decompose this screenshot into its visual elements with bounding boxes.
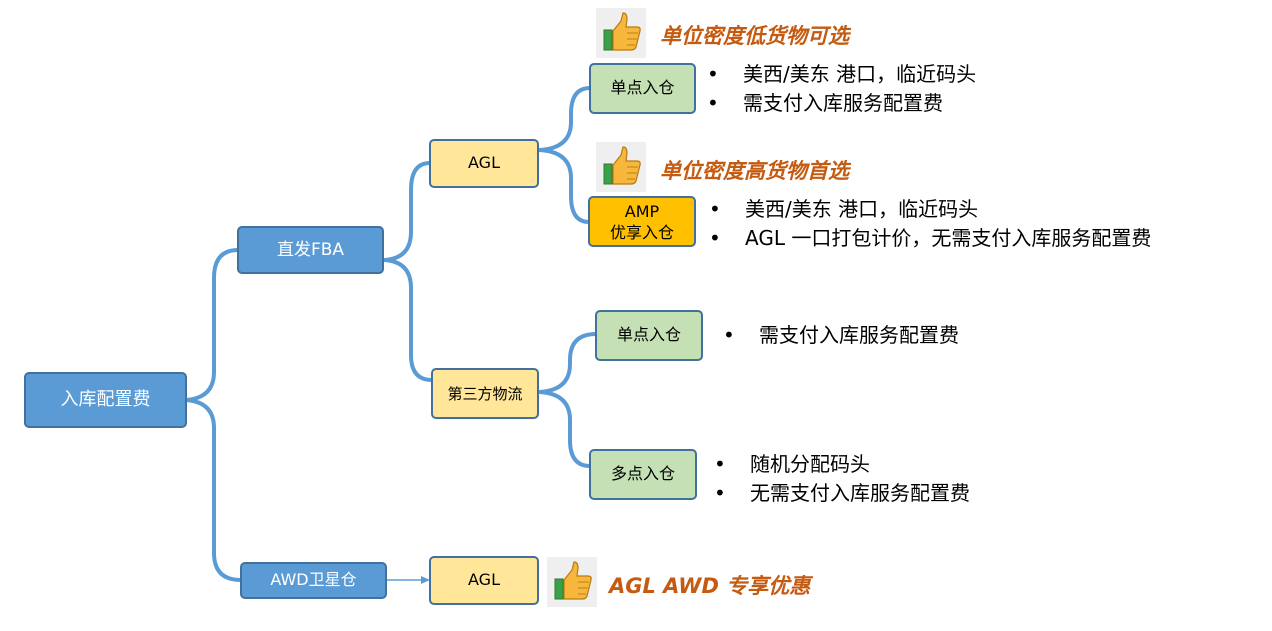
agl-amp-line2: 优享入仓 [609,222,674,242]
details-agl-amp: 美西/美东 港口，临近码头 AGL 一口打包计价，无需支付入库服务配置费 [709,195,1151,253]
node-agl[interactable]: AGL [429,139,539,188]
connector-tp-multi [538,390,592,468]
callout-high-density: 单位密度高货物首选 [660,159,849,183]
root-node[interactable]: 入库配置费 [24,372,187,428]
connector-direct-agl [383,161,432,262]
awd-label: AWD卫星仓 [270,570,357,590]
node-tp-single[interactable]: 单点入仓 [595,310,703,361]
arrow-right-icon [387,576,430,584]
list-item: 随机分配码头 [714,450,970,479]
third-party-label: 第三方物流 [447,384,523,403]
node-awd[interactable]: AWD卫星仓 [240,562,387,599]
details-agl-single: 美西/美东 港口，临近码头 需支付入库服务配置费 [707,60,976,118]
list-item: AGL 一口打包计价，无需支付入库服务配置费 [709,224,1151,253]
connector-root-awd [184,398,243,582]
node-third-party[interactable]: 第三方物流 [431,368,539,419]
root-label: 入库配置费 [60,389,151,411]
node-agl-single[interactable]: 单点入仓 [589,63,696,114]
connector-agl-amp [538,148,591,224]
node-awd-agl[interactable]: AGL [429,556,539,605]
list-item: 需支付入库服务配置费 [707,89,976,118]
details-tp-single: 需支付入库服务配置费 [723,321,959,350]
tp-multi-label: 多点入仓 [610,464,675,484]
agl-single-label: 单点入仓 [610,78,675,98]
thumbs-up-icon [596,142,646,192]
list-item: 需支付入库服务配置费 [723,321,959,350]
node-tp-multi[interactable]: 多点入仓 [589,449,697,500]
connector-root-direct [184,248,240,402]
awd-agl-label: AGL [468,570,500,590]
direct-fba-label: 直发FBA [276,239,345,260]
callout-low-density: 单位密度低货物可选 [660,24,849,48]
list-item: 美西/美东 港口，临近码头 [707,60,976,89]
connector-direct-tp [383,258,434,382]
tp-single-label: 单点入仓 [616,325,681,345]
details-tp-multi: 随机分配码头 无需支付入库服务配置费 [714,450,970,508]
node-agl-amp[interactable]: AMP 优享入仓 [588,196,696,247]
agl-amp-line1: AMP [624,201,660,221]
callout-awd-offer: AGL AWD 专享优惠 [609,574,811,598]
connector-tp-single [538,332,598,394]
thumbs-up-icon [547,557,597,607]
node-direct-fba[interactable]: 直发FBA [237,226,384,274]
list-item: 美西/美东 港口，临近码头 [709,195,1151,224]
connector-agl-single [538,86,592,152]
list-item: 无需支付入库服务配置费 [714,479,970,508]
agl-label: AGL [468,153,500,173]
thumbs-up-icon [596,8,646,58]
